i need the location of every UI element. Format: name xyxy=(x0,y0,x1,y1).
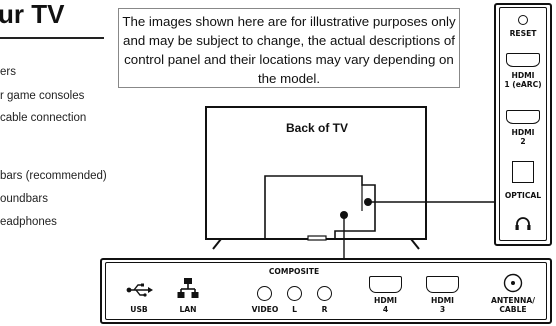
bottom-port-panel-inner xyxy=(105,262,547,320)
hdmi-1-sublabel: 1 (eARC) xyxy=(504,80,542,89)
reset-button[interactable] xyxy=(518,15,528,25)
title-divider xyxy=(0,37,104,39)
antenna-label: ANTENNA/ xyxy=(491,296,535,305)
composite-l-port[interactable] xyxy=(287,286,302,301)
hdmi-4-sublabel: 4 xyxy=(382,305,389,314)
coax-icon[interactable] xyxy=(503,273,523,293)
hdmi-3-port[interactable] xyxy=(426,276,459,293)
composite-r-port[interactable] xyxy=(317,286,332,301)
hdmi-3-label: HDMI xyxy=(430,296,455,305)
tv-base-stub xyxy=(307,235,327,241)
hdmi-2-label: HDMI xyxy=(511,128,535,137)
composite-r-label: R xyxy=(321,305,328,314)
composite-video-port[interactable] xyxy=(257,286,272,301)
hdmi-2-port[interactable] xyxy=(506,110,540,124)
composite-video-label: VIDEO xyxy=(251,305,279,314)
hdmi-1-earc-port[interactable] xyxy=(506,53,540,67)
feature-item-speakers: ers xyxy=(0,66,16,78)
feature-item-game-consoles: r game consoles xyxy=(0,90,85,102)
side-port-panel xyxy=(494,3,552,246)
headphone-icon[interactable] xyxy=(514,215,532,232)
optical-port[interactable] xyxy=(512,161,534,183)
lan-icon[interactable] xyxy=(177,277,199,299)
feature-item-soundbars-recommended: bars (recommended) xyxy=(0,170,107,182)
tv-body xyxy=(205,106,427,240)
hdmi-4-label: HDMI xyxy=(373,296,398,305)
tv-back-panel xyxy=(264,175,376,238)
usb-icon[interactable] xyxy=(126,283,154,297)
hdmi-1-label: HDMI xyxy=(511,71,535,80)
composite-label: COMPOSITE xyxy=(268,267,320,276)
antenna-sublabel: CABLE xyxy=(499,305,527,314)
lan-label: LAN xyxy=(179,305,197,314)
tv-caption: Back of TV xyxy=(286,121,349,135)
hdmi-3-sublabel: 3 xyxy=(439,305,446,314)
tv-foot-left xyxy=(212,238,222,250)
composite-l-label: L xyxy=(292,305,297,314)
feature-item-cable: cable connection xyxy=(0,112,87,124)
usb-label: USB xyxy=(130,305,148,314)
tv-foot-right xyxy=(410,238,420,250)
feature-item-soundbars: oundbars xyxy=(0,193,48,205)
disclaimer-note: The images shown here are for illustrati… xyxy=(118,8,460,88)
reset-label: RESET xyxy=(509,29,537,38)
optical-label: OPTICAL xyxy=(504,191,542,200)
side-port-panel-inner xyxy=(499,7,547,241)
page-title: ur TV xyxy=(0,0,65,29)
hdmi-2-sublabel: 2 xyxy=(520,137,526,146)
hdmi-4-port[interactable] xyxy=(369,276,402,293)
feature-item-headphones: eadphones xyxy=(0,216,57,228)
